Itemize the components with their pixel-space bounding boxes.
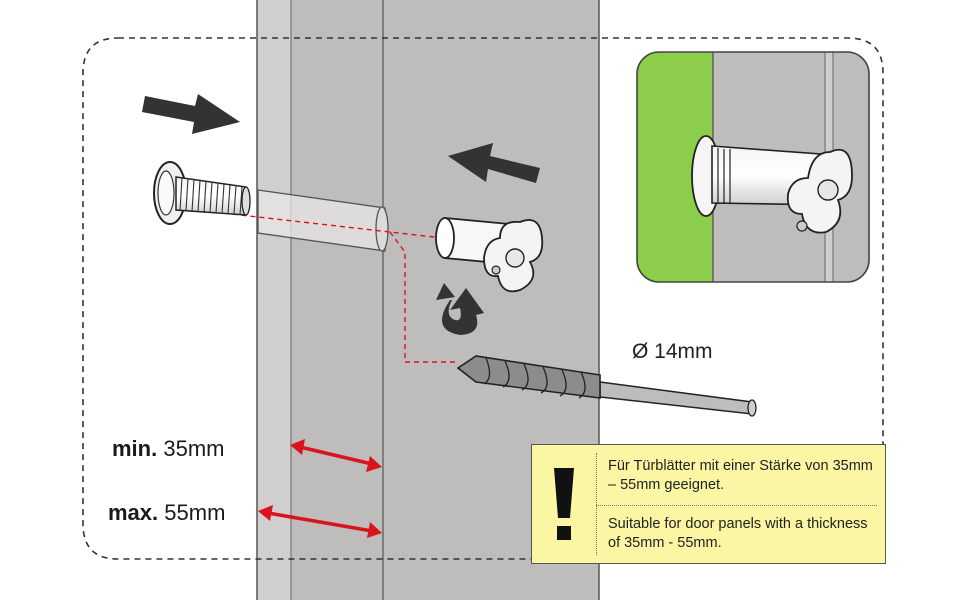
max-value: 55mm (164, 500, 226, 525)
min-thickness-label: min. 35mm (112, 436, 224, 462)
drill-diameter-label: Ø 14mm (632, 340, 713, 363)
peephole-sleeve (435, 217, 544, 293)
notice-divider (596, 505, 877, 506)
rotate-arrow-icon (436, 283, 484, 335)
inset-detail (636, 51, 870, 283)
door-panel (256, 0, 600, 600)
max-thickness-arrow (258, 505, 382, 538)
warning-icon (532, 445, 596, 563)
notice-box: Für Türblätter mit einer Stärke von 35mm… (531, 444, 886, 564)
push-arrow-icon (448, 143, 540, 183)
screw-bolt (153, 161, 251, 225)
notice-divider (596, 453, 597, 555)
min-thickness-arrow (290, 439, 382, 472)
drill-bit (456, 355, 757, 417)
push-arrow-icon (142, 94, 240, 134)
max-key: max. (108, 500, 159, 525)
notice-text-english: Suitable for door panels with a thicknes… (608, 516, 868, 551)
max-thickness-label: max. 55mm (108, 500, 225, 526)
drilled-hole (257, 189, 389, 252)
dashed-frame (82, 37, 884, 560)
min-value: 35mm (163, 436, 225, 461)
min-key: min. (112, 436, 158, 461)
notice-text-german: Für Türblätter mit einer Stärke von 35mm… (608, 458, 873, 493)
